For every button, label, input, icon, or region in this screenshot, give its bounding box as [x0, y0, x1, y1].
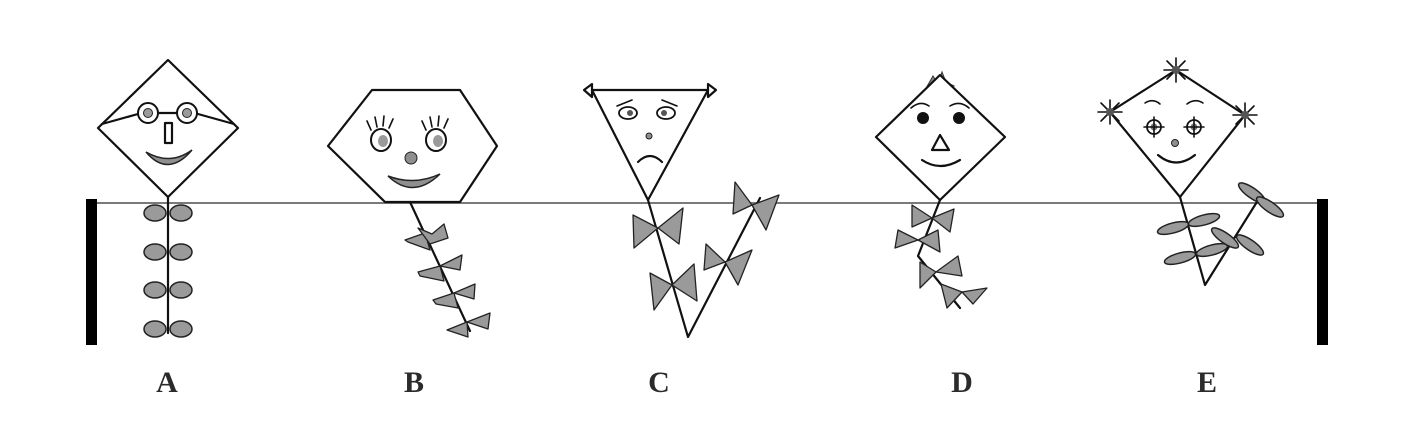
kite-c-mouth [636, 154, 664, 164]
kite-a-mouth [145, 149, 193, 166]
kite-a-tail-ovals [143, 204, 193, 338]
kite-d-mouth [920, 158, 962, 168]
kite-b [326, 88, 499, 338]
left-post [86, 199, 97, 345]
label-b: B [404, 366, 424, 399]
right-post [1317, 199, 1328, 345]
kite-e-mouth [1156, 153, 1197, 164]
kite-b-tail-bows [404, 223, 491, 338]
kite-e-tail-ovals [1156, 182, 1285, 266]
label-e: E [1197, 366, 1217, 399]
label-c: C [648, 366, 670, 399]
kite-e-corner-stars [1097, 57, 1258, 128]
kite-a-body [96, 58, 240, 199]
label-d: D [951, 366, 973, 399]
kite-c-body [590, 88, 710, 202]
kite-d [874, 70, 1007, 310]
kite-d-tail-bows [894, 204, 988, 309]
kite-c-tail-bows [632, 181, 780, 311]
kite-a [96, 58, 240, 338]
kite-d-eye-left [917, 112, 929, 124]
kite-b-body [326, 88, 499, 204]
kite-c [582, 82, 780, 339]
label-a: A [156, 366, 178, 399]
kite-b-mouth [387, 173, 441, 189]
kite-e-body [1108, 68, 1247, 199]
kite-e [1097, 57, 1285, 287]
kite-d-eye-right [953, 112, 965, 124]
